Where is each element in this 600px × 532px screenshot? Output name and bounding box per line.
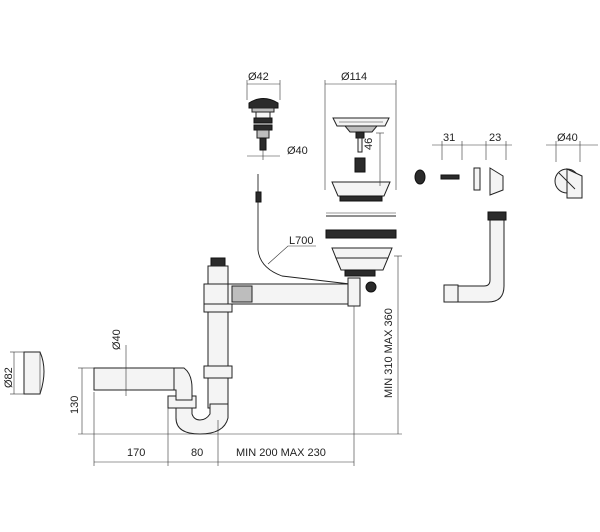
overflow-depth-label: 23 — [489, 132, 501, 144]
plug-stem-diameter-label: Ø40 — [287, 145, 308, 157]
horizontal-range-label: MIN 200 MAX 230 — [236, 447, 326, 459]
cable — [255, 174, 351, 285]
vertical-range-label: MIN 310 MAX 360 — [383, 308, 395, 398]
trap-assembly — [93, 257, 361, 435]
horizontal-170-label: 170 — [127, 447, 145, 459]
plug-diameter-label: Ø42 — [248, 71, 269, 83]
overflow-width-label: 31 — [443, 132, 455, 144]
overflow-hose — [443, 211, 507, 303]
basket-strainer — [324, 80, 397, 293]
overflow-parts — [414, 141, 598, 199]
trap-diameter-label: Ø40 — [111, 329, 123, 350]
horizontal-80-label: 80 — [191, 447, 203, 459]
height-label: 130 — [69, 396, 81, 414]
basket-height-label: 46 — [363, 138, 375, 150]
overflow-cap-diameter-label: Ø40 — [557, 132, 578, 144]
plug-assembly — [246, 80, 281, 160]
cap-diameter-label: Ø82 — [3, 367, 15, 388]
cable-length-label: L700 — [289, 235, 313, 247]
basket-diameter-label: Ø114 — [341, 71, 367, 83]
cap — [23, 351, 45, 395]
